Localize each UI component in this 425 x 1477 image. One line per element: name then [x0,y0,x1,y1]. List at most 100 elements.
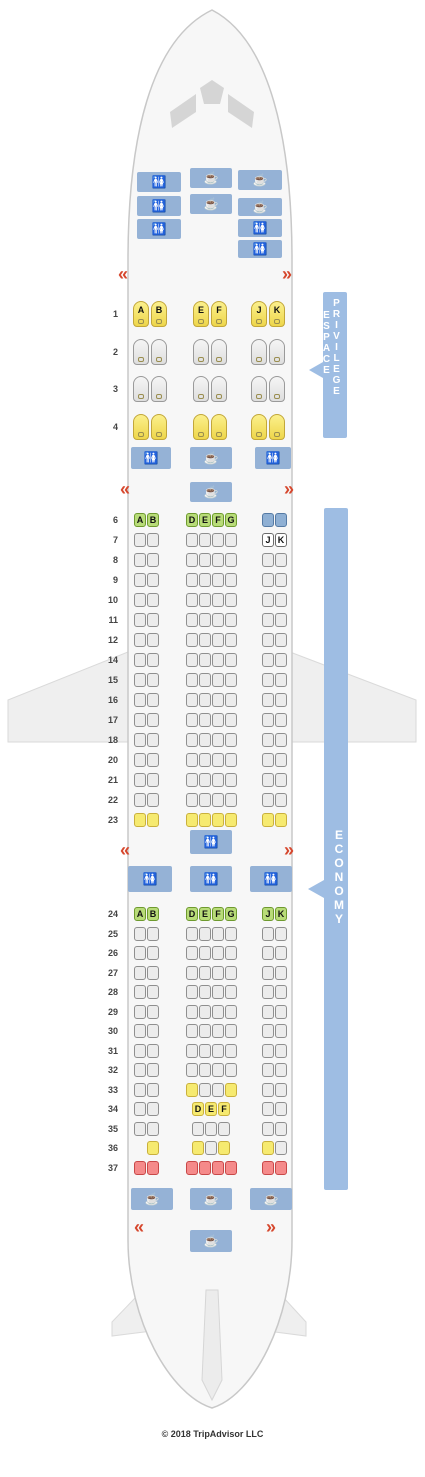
seat-17B[interactable] [147,713,159,727]
seat-15B[interactable] [147,673,159,687]
seat-24F[interactable]: F [212,907,224,921]
seat-2A[interactable] [133,339,149,365]
seat-33B[interactable] [147,1082,159,1097]
seat-15K[interactable] [275,673,287,687]
seat-37F[interactable] [212,1160,224,1175]
seat-18G[interactable] [225,733,237,747]
seat-12F[interactable] [212,633,224,647]
seat-6K[interactable] [275,513,287,527]
seat-22F[interactable] [212,793,224,807]
seat-6A[interactable]: A [134,513,146,527]
seat-4J[interactable] [251,414,267,440]
seat-27J[interactable] [262,965,274,980]
seat-34F[interactable]: F [218,1102,230,1116]
seat-10B[interactable] [147,593,159,607]
seat-12A[interactable] [134,633,146,647]
seat-9F[interactable] [212,573,224,587]
seat-1E[interactable]: E [193,301,209,327]
seat-30G[interactable] [225,1024,237,1038]
seat-12J[interactable] [262,633,274,647]
seat-20G[interactable] [225,753,237,767]
seat-7B[interactable] [147,533,159,547]
seat-33E[interactable] [199,1082,211,1097]
seat-30K[interactable] [275,1024,287,1038]
seat-26G[interactable] [225,946,237,960]
seat-1A[interactable]: A [133,301,149,327]
seat-3E[interactable] [193,376,209,402]
seat-28F[interactable] [212,985,224,999]
seat-4E[interactable] [193,414,209,440]
seat-9K[interactable] [275,573,287,587]
seat-11G[interactable] [225,613,237,627]
seat-29D[interactable] [186,1004,198,1019]
seat-33F[interactable] [212,1082,224,1097]
seat-31B[interactable] [147,1043,159,1058]
seat-7K[interactable]: K [275,533,287,547]
seat-22E[interactable] [199,793,211,807]
seat-35B[interactable] [147,1121,159,1136]
seat-25G[interactable] [225,926,237,941]
seat-14B[interactable] [147,653,159,667]
seat-22A[interactable] [134,793,146,807]
seat-30A[interactable] [134,1024,146,1038]
seat-10K[interactable] [275,593,287,607]
seat-14G[interactable] [225,653,237,667]
seat-36E[interactable] [205,1141,217,1155]
seat-37E[interactable] [199,1160,211,1175]
seat-33J[interactable] [262,1082,274,1097]
seat-22B[interactable] [147,793,159,807]
seat-35K[interactable] [275,1121,287,1136]
seat-23B[interactable] [147,813,159,827]
seat-16K[interactable] [275,693,287,707]
seat-25F[interactable] [212,926,224,941]
seat-4F[interactable] [211,414,227,440]
seat-30D[interactable] [186,1024,198,1038]
seat-35D[interactable] [192,1121,204,1136]
seat-25B[interactable] [147,926,159,941]
seat-3F[interactable] [211,376,227,402]
seat-20K[interactable] [275,753,287,767]
seat-26F[interactable] [212,946,224,960]
seat-12D[interactable] [186,633,198,647]
seat-23G[interactable] [225,813,237,827]
seat-22D[interactable] [186,793,198,807]
seat-15F[interactable] [212,673,224,687]
seat-7E[interactable] [199,533,211,547]
seat-34J[interactable] [262,1102,274,1116]
seat-20D[interactable] [186,753,198,767]
seat-16B[interactable] [147,693,159,707]
seat-18B[interactable] [147,733,159,747]
seat-6G[interactable]: G [225,513,237,527]
seat-26K[interactable] [275,946,287,960]
seat-8D[interactable] [186,553,198,567]
seat-14J[interactable] [262,653,274,667]
seat-11D[interactable] [186,613,198,627]
seat-21G[interactable] [225,773,237,787]
seat-34B[interactable] [147,1102,159,1116]
seat-36F[interactable] [218,1141,230,1155]
seat-24J[interactable]: J [262,907,274,921]
seat-18E[interactable] [199,733,211,747]
seat-32B[interactable] [147,1063,159,1077]
seat-14K[interactable] [275,653,287,667]
seat-31J[interactable] [262,1043,274,1058]
seat-37G[interactable] [225,1160,237,1175]
seat-29J[interactable] [262,1004,274,1019]
seat-22G[interactable] [225,793,237,807]
seat-29F[interactable] [212,1004,224,1019]
seat-21D[interactable] [186,773,198,787]
seat-15D[interactable] [186,673,198,687]
seat-30F[interactable] [212,1024,224,1038]
seat-11F[interactable] [212,613,224,627]
seat-29E[interactable] [199,1004,211,1019]
seat-29G[interactable] [225,1004,237,1019]
seat-22K[interactable] [275,793,287,807]
seat-31D[interactable] [186,1043,198,1058]
seat-32A[interactable] [134,1063,146,1077]
seat-16F[interactable] [212,693,224,707]
seat-10J[interactable] [262,593,274,607]
seat-1B[interactable]: B [151,301,167,327]
seat-16G[interactable] [225,693,237,707]
seat-28E[interactable] [199,985,211,999]
seat-23J[interactable] [262,813,274,827]
